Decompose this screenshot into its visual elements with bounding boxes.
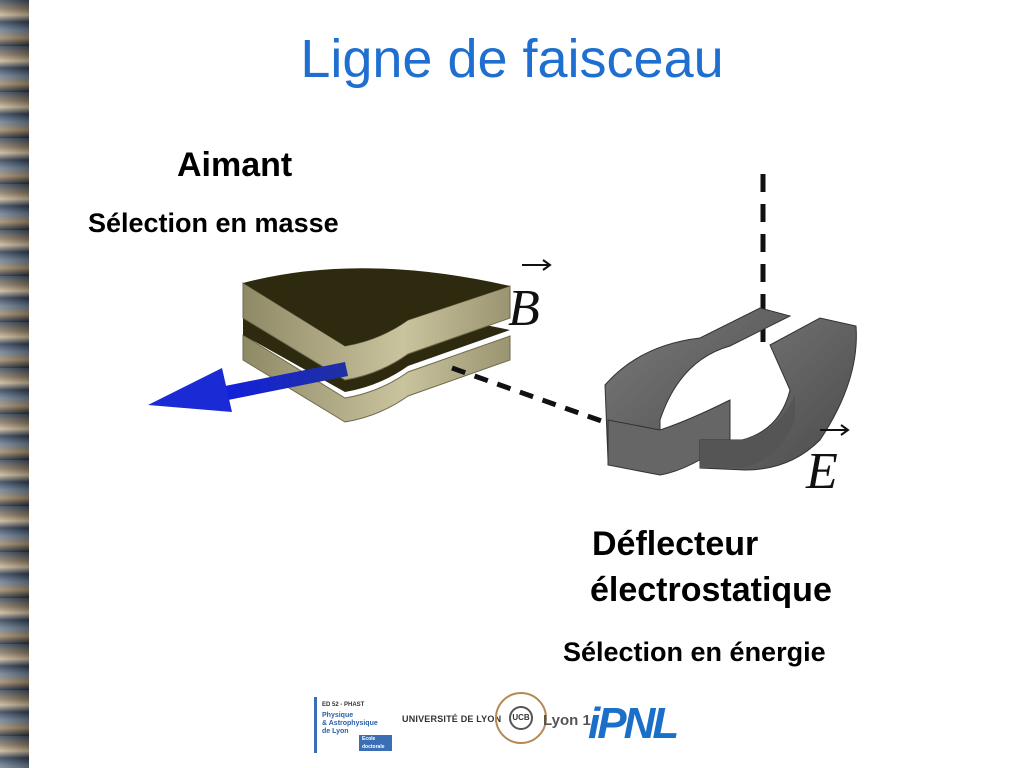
magnet-sector [242,268,511,423]
side-photo-strip [0,0,29,768]
phast-logo-line4: de Lyon [322,728,349,735]
universite-de-lyon-logo: UNIVERSITÉ DE LYON [402,714,502,724]
lyon1-seal-text: UCB [509,706,533,730]
electric-field-symbol: E [805,443,838,500]
deflector-heading-line2: électrostatique [590,571,832,609]
phast-logo-line1: ED 52 - PHAST [322,702,365,708]
magnetic-field-symbol: B [508,280,540,337]
magnetic-field-vector: B [508,259,552,337]
phast-logo: ED 52 - PHAST Physique & Astrophysique d… [314,697,392,753]
beam-arrow [148,362,348,412]
deflector-heading-line1: Déflecteur [592,525,759,563]
phast-logo-line2: Physique [322,712,354,719]
electrostatic-deflector [604,307,857,476]
beam-path-dashed [451,365,611,427]
phast-logo-tag: Ecole doctorale [359,735,392,751]
magnet-heading: Aimant [177,146,293,184]
slide-title: Ligne de faisceau [300,29,724,89]
lyon1-logo-text: Lyon 1 [543,712,591,729]
magnet-subtitle: Sélection en masse [88,208,339,238]
electric-field-vector: E [805,424,850,500]
deflector-subtitle: Sélection en énergie [563,637,826,667]
phast-logo-line3: & Astrophysique [322,720,378,727]
lyon1-seal-logo: UCB [495,692,547,744]
ipnl-logo: iPNL [588,699,679,748]
